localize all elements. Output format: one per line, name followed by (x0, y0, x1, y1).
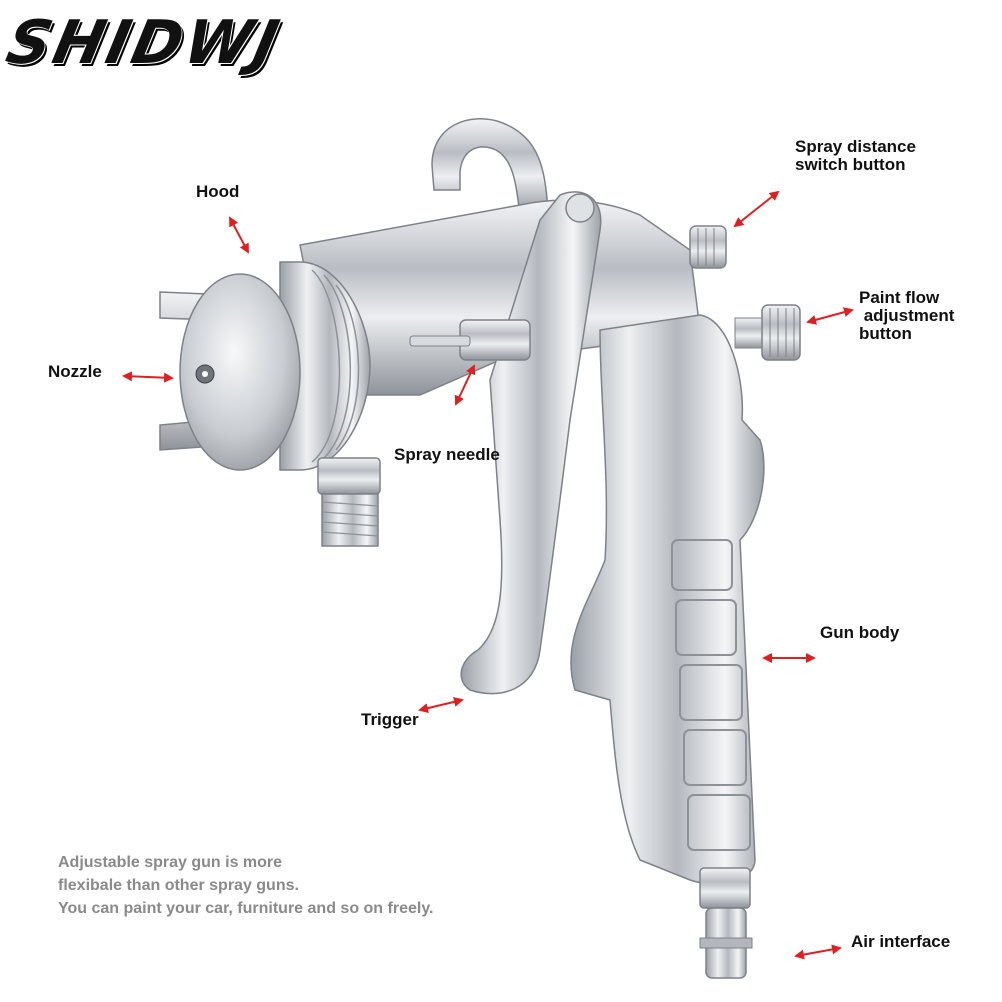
hanger-hook (431, 118, 549, 216)
paint-inlet-nut (317, 457, 381, 495)
description-line: Adjustable spray gun is more (58, 854, 283, 871)
spray-needle-rod (409, 335, 471, 347)
description-line: You can paint your car, furniture and so… (58, 900, 434, 917)
arrow-trigger (418, 696, 464, 714)
label-spray-needle: Spray needle (394, 445, 500, 464)
paint-inlet-thread (321, 493, 379, 547)
paint-flow-stem (734, 317, 766, 349)
arrow-spray-needle (454, 364, 476, 406)
label-paint-flow: Paint flow adjustment button (859, 289, 954, 343)
label-gun-body: Gun body (820, 623, 900, 642)
arrow-air-interface (794, 944, 842, 960)
paint-flow-knob (761, 304, 801, 361)
callout-arrows (122, 190, 854, 960)
arrow-paint-flow (806, 307, 854, 325)
trigger-pivot (565, 193, 595, 223)
label-air-interface: Air interface (851, 932, 951, 951)
air-cap (179, 273, 301, 471)
spray-distance-knob (689, 225, 727, 269)
label-hood: Hood (196, 182, 240, 201)
gun-body-grip (570, 314, 765, 885)
label-line: Spray distance (795, 137, 916, 156)
cap-ring (279, 261, 371, 471)
label-line: button (859, 324, 912, 343)
grip-panels (671, 539, 751, 851)
arrow-spray-distance (733, 190, 780, 228)
arrow-hood (229, 216, 249, 254)
label-spray-distance: Spray distance switch button (795, 138, 916, 174)
product-description: Adjustable spray gun is more flexibale t… (58, 851, 433, 920)
label-trigger: Trigger (361, 710, 419, 729)
air-fitting-nut (699, 867, 751, 909)
description-line: flexibale than other spray guns. (58, 877, 299, 894)
brand-logo: SHIDWJ (0, 8, 288, 78)
trigger-lever (460, 191, 602, 695)
label-line: adjustment (859, 306, 955, 325)
label-nozzle: Nozzle (48, 362, 102, 381)
label-line: Paint flow (859, 288, 940, 307)
arrow-nozzle (122, 371, 174, 383)
label-line: switch button (795, 155, 906, 174)
